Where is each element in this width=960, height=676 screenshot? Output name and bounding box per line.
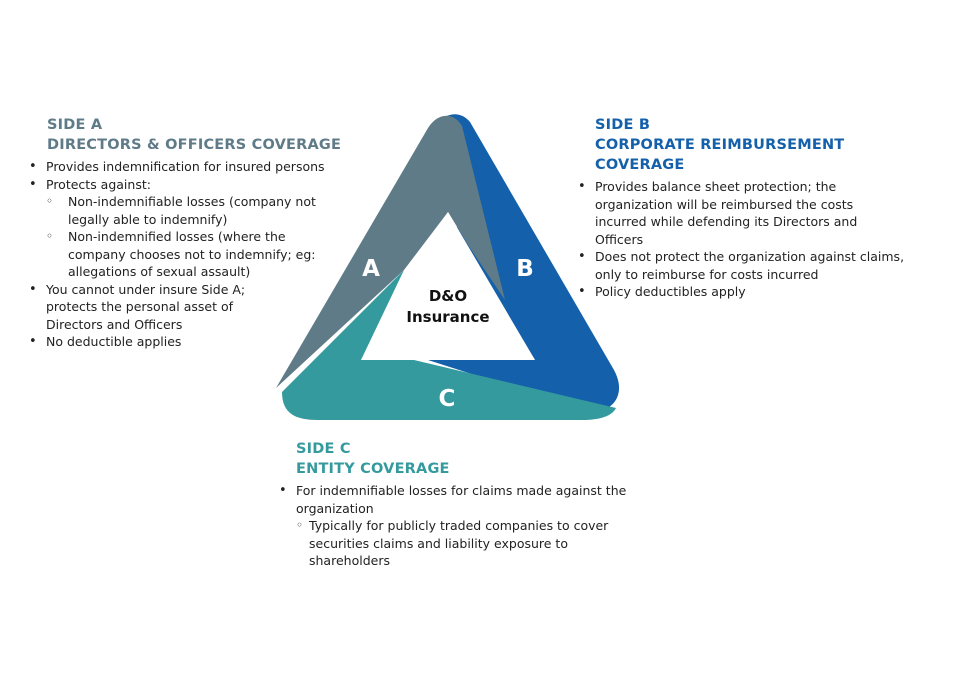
side-a-section: SIDE A DIRECTORS & OFFICERS COVERAGE Pro… <box>27 115 357 351</box>
segment-a-label: A <box>362 256 380 282</box>
side-a-sublist: Non-indemnifiable losses (company not le… <box>46 193 316 281</box>
side-c-subtitle: ENTITY COVERAGE <box>296 461 450 477</box>
list-item: No deductible applies <box>27 333 357 351</box>
side-a-title: SIDE A <box>47 117 103 133</box>
center-triangle <box>361 212 535 360</box>
list-item: Protects against: Non-indemnifiable loss… <box>27 176 357 281</box>
list-item: Provides indemnification for insured per… <box>27 158 357 176</box>
list-item: For indemnifiable losses for claims made… <box>277 482 627 570</box>
side-c-title: SIDE C <box>296 441 351 457</box>
segment-c <box>282 270 616 420</box>
list-item: Policy deductibles apply <box>576 283 926 301</box>
side-c-section: SIDE C ENTITY COVERAGE For indemnifiable… <box>277 439 627 570</box>
segment-b-label: B <box>516 256 534 282</box>
side-b-title: SIDE B <box>595 117 651 133</box>
side-a-subtitle: DIRECTORS & OFFICERS COVERAGE <box>47 137 342 153</box>
segment-a <box>276 115 505 388</box>
side-b-subtitle: CORPORATE REIMBURSEMENT COVERAGE <box>595 137 845 173</box>
side-a-list: Provides indemnification for insured per… <box>27 158 357 351</box>
list-item: Provides balance sheet protection; the o… <box>576 178 885 248</box>
side-b-list: Provides balance sheet protection; the o… <box>576 178 926 301</box>
list-item: You cannot under insure Side A; protects… <box>27 281 261 334</box>
list-item: Non-indemnifiable losses (company not le… <box>46 193 316 228</box>
side-c-list: For indemnifiable losses for claims made… <box>277 482 627 570</box>
list-item: Typically for publicly traded companies … <box>296 517 627 570</box>
list-item: Does not protect the organization agains… <box>576 248 926 283</box>
segment-c-label: C <box>439 386 456 412</box>
list-item: Non-indemnified losses (where the compan… <box>46 228 316 281</box>
side-c-sublist: Typically for publicly traded companies … <box>296 517 627 570</box>
center-label-line2: Insurance <box>406 308 489 326</box>
center-label-line1: D&O <box>429 287 467 305</box>
side-b-section: SIDE B CORPORATE REIMBURSEMENT COVERAGE … <box>576 115 926 301</box>
